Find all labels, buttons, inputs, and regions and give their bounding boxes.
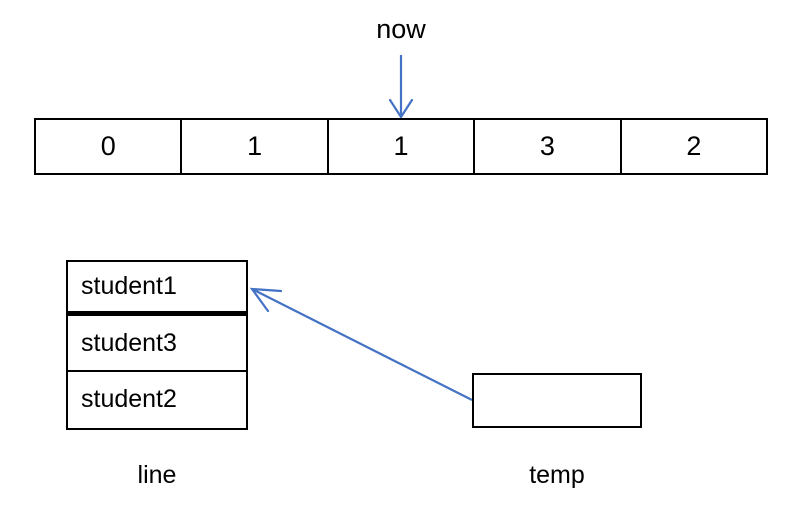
array-cell-1[interactable]: 1 (182, 120, 329, 173)
array-cell-3[interactable]: 3 (475, 120, 622, 173)
line-stack: student1 student3 student2 (66, 260, 248, 430)
array-row: 0 1 1 3 2 (34, 118, 768, 175)
line-cell-1[interactable]: student3 (68, 316, 246, 372)
array-cell-4[interactable]: 2 (621, 120, 767, 173)
now-pointer-label: now (376, 14, 426, 44)
line-caption: line (137, 461, 177, 489)
line-cell-0[interactable]: student1 (68, 262, 246, 316)
line-cell-2[interactable]: student2 (68, 372, 246, 426)
temp-caption: temp (529, 461, 585, 489)
temp-box[interactable] (472, 373, 642, 428)
now-arrow (388, 55, 414, 120)
temp-to-line-arrow (249, 287, 473, 401)
array-cell-0[interactable]: 0 (36, 120, 183, 173)
array-cell-2[interactable]: 1 (328, 120, 476, 173)
